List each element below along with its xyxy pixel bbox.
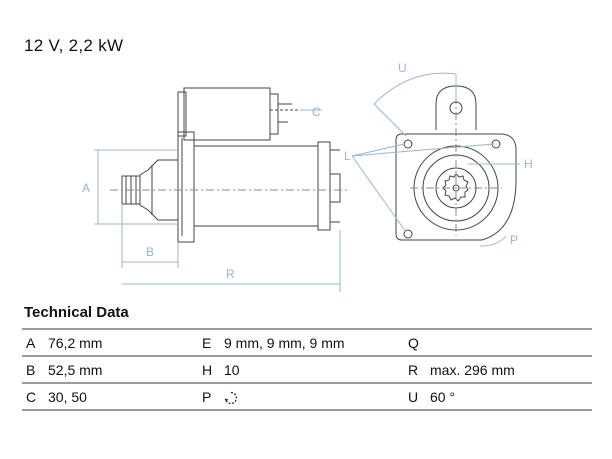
param-key: C <box>22 383 48 411</box>
param-key: E <box>198 328 224 357</box>
param-key: Q <box>404 328 430 357</box>
param-value <box>430 328 592 357</box>
param-value: 60 ° <box>430 383 592 411</box>
param-key: P <box>198 383 224 411</box>
table-row: C 30, 50 P U 60 ° <box>22 383 592 411</box>
label-c: C <box>312 105 321 119</box>
label-l: L <box>344 149 351 163</box>
param-value: 30, 50 <box>48 383 198 411</box>
solenoid-body <box>183 87 271 141</box>
label-u: U <box>398 61 407 75</box>
param-value: 52,5 mm <box>48 356 198 384</box>
rotation-clockwise-icon <box>224 391 237 404</box>
flange-outline <box>395 133 517 241</box>
product-headline: 12 V, 2,2 kW <box>24 36 124 55</box>
table-row: A 76,2 mm E 9 mm, 9 mm, 9 mm Q <box>22 328 592 357</box>
param-value: 76,2 mm <box>48 328 198 357</box>
label-r: R <box>226 267 235 281</box>
param-value <box>224 383 404 411</box>
motor-body <box>193 145 319 227</box>
param-value: max. 296 mm <box>430 356 592 384</box>
label-h: H <box>524 157 533 171</box>
param-key: U <box>404 383 430 411</box>
param-key: H <box>198 356 224 384</box>
param-key: A <box>22 328 48 357</box>
param-value: 10 <box>224 356 404 384</box>
label-b: B <box>146 245 154 259</box>
technical-data-title: Technical Data <box>24 304 129 321</box>
pinion-gear <box>442 173 469 202</box>
param-key: R <box>404 356 430 384</box>
table-row: B 52,5 mm H 10 R max. 296 mm <box>22 356 592 384</box>
technical-data-table: A 76,2 mm E 9 mm, 9 mm, 9 mm Q B 52,5 mm… <box>22 328 592 411</box>
param-key: B <box>22 356 48 384</box>
param-value: 9 mm, 9 mm, 9 mm <box>224 328 404 357</box>
label-a: A <box>82 181 90 195</box>
mounting-flange <box>177 131 195 243</box>
starter-drawing: A B C R <box>82 61 533 292</box>
label-p: P <box>510 233 518 247</box>
